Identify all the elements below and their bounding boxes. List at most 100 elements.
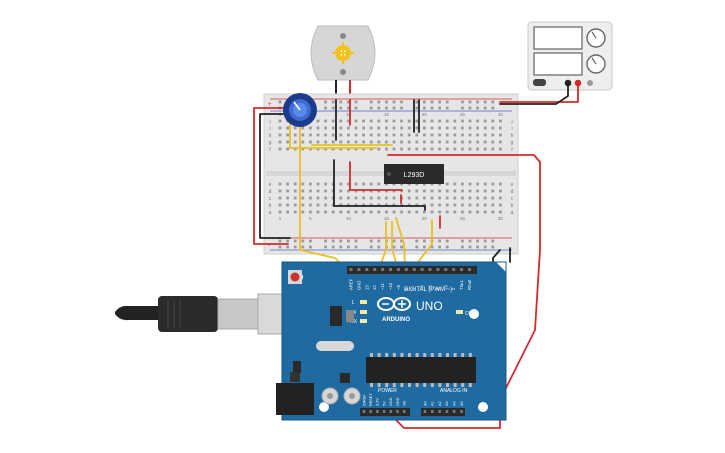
usb-cable[interactable] (115, 293, 311, 335)
row-letter: f (269, 147, 271, 153)
column-number: 15 (384, 112, 390, 117)
analog-header-label: ANALOG IN (440, 388, 468, 394)
digital-pin-label: ~11 (380, 283, 385, 290)
column-number: 25 (460, 112, 466, 117)
power-pin[interactable] (376, 410, 379, 413)
rail-minus-label: - (268, 243, 270, 249)
dc-motor[interactable] (310, 25, 376, 100)
digital-pin[interactable] (444, 268, 448, 271)
digital-pin[interactable] (468, 268, 471, 271)
digital-pin[interactable] (460, 268, 464, 271)
digital-pin[interactable] (381, 268, 385, 271)
row-letter: g (269, 140, 272, 146)
analog-header[interactable] (421, 408, 465, 416)
power-jack[interactable] (276, 383, 314, 415)
analog-pin[interactable] (452, 410, 456, 413)
digital-pin[interactable] (452, 268, 456, 271)
on-led (456, 310, 463, 314)
analog-pin-label: A2 (438, 401, 442, 406)
power-supply[interactable] (527, 21, 613, 91)
analog-pin[interactable] (460, 410, 463, 413)
analog-pin[interactable] (445, 410, 449, 413)
power-pin-label: IOREF (362, 394, 366, 406)
row-letter: b (269, 203, 272, 209)
reset-button[interactable] (288, 270, 302, 284)
digital-pin[interactable] (349, 268, 353, 271)
row-letter: c (269, 196, 272, 202)
power-pin-label: 3.3V (376, 398, 380, 406)
digital-pin-label: RX◂0 (467, 279, 472, 290)
wire-chip-red-2 (349, 161, 403, 191)
power-pin-label: GND (396, 397, 400, 406)
power-pin[interactable] (402, 410, 406, 413)
column-number: 10 (346, 216, 352, 221)
l293d-chip[interactable]: L293D (384, 164, 444, 184)
row-letter: d (269, 189, 272, 195)
analog-pin[interactable] (431, 410, 434, 413)
wire-right-red (387, 154, 541, 429)
digital-pin-label: 7 (412, 287, 417, 290)
wire-left-black-rail (259, 113, 291, 239)
power-pin[interactable] (362, 410, 366, 413)
digital-pin[interactable] (404, 268, 408, 271)
row-letter: c (511, 196, 514, 202)
digital-pin[interactable] (396, 268, 400, 271)
column-number: 10 (346, 112, 352, 117)
digital-pin[interactable] (428, 268, 432, 271)
column-number: 15 (384, 216, 390, 221)
column-number: 30 (498, 216, 504, 221)
digital-pin-label: GND (356, 281, 361, 290)
analog-pin[interactable] (423, 410, 427, 413)
column-number: 20 (422, 112, 428, 117)
digital-pin[interactable] (420, 268, 424, 271)
row-letter: i (269, 126, 270, 132)
potentiometer[interactable] (283, 93, 317, 127)
digital-header-label: DIGITAL (PWM ~) (404, 287, 452, 293)
chip-label: L293D (404, 172, 425, 179)
row-letter: d (511, 189, 514, 195)
arduino-logo-icon (377, 297, 411, 311)
analog-pin-label: A0 (423, 401, 427, 406)
power-pin[interactable] (389, 410, 393, 413)
digital-pin[interactable] (357, 268, 361, 271)
wire-left-red-rail (253, 107, 293, 245)
row-letter: b (511, 203, 514, 209)
row-letter: h (511, 133, 514, 139)
row-letter: a (511, 210, 514, 216)
current-knob[interactable] (586, 54, 606, 74)
rail-plus-label: + (268, 102, 272, 108)
column-number: 5 (309, 216, 312, 221)
power-pin-label: RESET (369, 393, 373, 406)
analog-pin-label: A1 (431, 401, 435, 406)
power-pin-label: 5V (382, 401, 386, 406)
analog-pin[interactable] (438, 410, 441, 413)
digital-pin[interactable] (389, 268, 392, 271)
digital-pin[interactable] (436, 268, 440, 271)
power-pin[interactable] (382, 410, 386, 413)
wire-pin-9 (395, 217, 406, 267)
wires[interactable] (253, 82, 579, 429)
digital-header[interactable] (347, 266, 477, 274)
column-numbers: 115510101515202025253030 (279, 112, 504, 221)
row-letter: j (268, 119, 270, 125)
digital-pin[interactable] (373, 268, 377, 271)
l-led (360, 300, 367, 304)
power-pin[interactable] (396, 410, 399, 413)
digital-pin-label: 4 (435, 287, 440, 290)
row-letter: f (511, 147, 513, 153)
l-label: L (352, 300, 355, 306)
digital-pin-label: ~5 (428, 285, 433, 290)
power-switch[interactable] (533, 79, 546, 86)
digital-pin-label: 2 (451, 287, 456, 290)
column-number: 1 (279, 216, 282, 221)
row-letter: j (510, 119, 512, 125)
column-number: 25 (460, 216, 466, 221)
wire-chip-black-2 (333, 159, 426, 211)
digital-pin[interactable] (365, 268, 369, 271)
power-pin[interactable] (369, 410, 372, 413)
digital-pin[interactable] (412, 268, 416, 271)
